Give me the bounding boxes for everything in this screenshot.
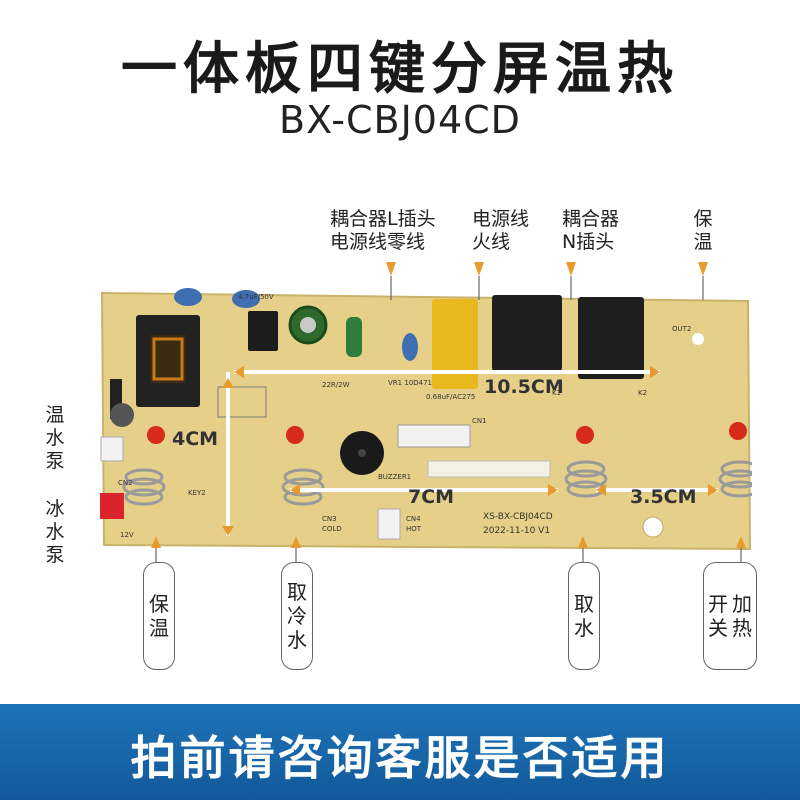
pcb-board: XS-BX-CBJ04CD 2022-11-10 V1 4.7uF/50V 22… bbox=[100, 288, 752, 551]
footer-banner: 拍前请咨询客服是否适用 bbox=[0, 704, 800, 800]
vr-label: VR1 10D471 bbox=[388, 379, 432, 387]
resistor-label: 22R/2W bbox=[322, 381, 350, 389]
page-title: 一体板四键分屏温热 bbox=[121, 37, 679, 102]
out2-label: OUT2 bbox=[672, 325, 691, 333]
key2-label: KEY2 bbox=[188, 489, 206, 497]
label-cold-water-text: 取冷水 bbox=[287, 580, 307, 652]
label-warm-pump: 温水泵 bbox=[45, 404, 65, 472]
footer-note: 拍前请咨询客服是否适用 bbox=[130, 731, 670, 785]
cn2-label: CN2 bbox=[118, 479, 133, 487]
pcb-code: XS-BX-CBJ04CD bbox=[483, 512, 553, 522]
cn3-label: CN3 bbox=[322, 515, 337, 523]
label-keep-warm-text: 保温 bbox=[149, 592, 169, 640]
model-number: BX-CBJ04CD bbox=[279, 98, 521, 142]
buzzer-label: BUZZER1 bbox=[378, 473, 411, 481]
measure-height: 4CM bbox=[172, 428, 219, 450]
cn1-label: CN1 bbox=[472, 417, 487, 425]
cn4-label: CN4 bbox=[406, 515, 421, 523]
dimension-arrowheads bbox=[222, 366, 718, 536]
ac-label: 0.68uF/AC275 bbox=[426, 393, 475, 401]
measure-width: 10.5CM bbox=[484, 376, 564, 398]
label-heat-switch-col2: 加热 bbox=[732, 592, 752, 640]
cap-label: 4.7uF/50V bbox=[238, 293, 274, 301]
pointer-arrows bbox=[151, 262, 746, 548]
dimension-lines bbox=[226, 370, 718, 536]
measure-spacing-35: 3.5CM bbox=[630, 486, 697, 508]
label-keep-warm-top: 保温 bbox=[693, 208, 713, 253]
cold-label: COLD bbox=[322, 525, 342, 533]
transformer bbox=[136, 315, 200, 407]
label-ice-pump: 冰水泵 bbox=[45, 498, 65, 566]
label-power-live: 电源线火线 bbox=[472, 208, 530, 253]
label-cold-water-button: 取冷水 bbox=[281, 562, 313, 670]
spring-buttons bbox=[122, 460, 752, 506]
measure-spacing-7: 7CM bbox=[408, 486, 455, 508]
label-coupler-l: 耦合器L插头电源线零线 bbox=[330, 208, 436, 253]
label-water-button: 取水 bbox=[568, 562, 600, 670]
k2-label: K2 bbox=[638, 389, 647, 397]
leader-lines bbox=[155, 276, 742, 562]
label-heat-switch-col1: 开关 bbox=[708, 592, 728, 640]
label-heat-switch-button: 开关 加热 bbox=[703, 562, 757, 670]
label-keep-warm-button: 保温 bbox=[143, 562, 175, 670]
led-indicators bbox=[147, 422, 747, 444]
pcb-date: 2022-11-10 V1 bbox=[483, 526, 550, 536]
k1-label: K1 bbox=[552, 389, 561, 397]
v12-label: 12V bbox=[120, 531, 134, 539]
label-water-text: 取水 bbox=[574, 592, 594, 640]
hot-label: HOT bbox=[406, 525, 422, 533]
